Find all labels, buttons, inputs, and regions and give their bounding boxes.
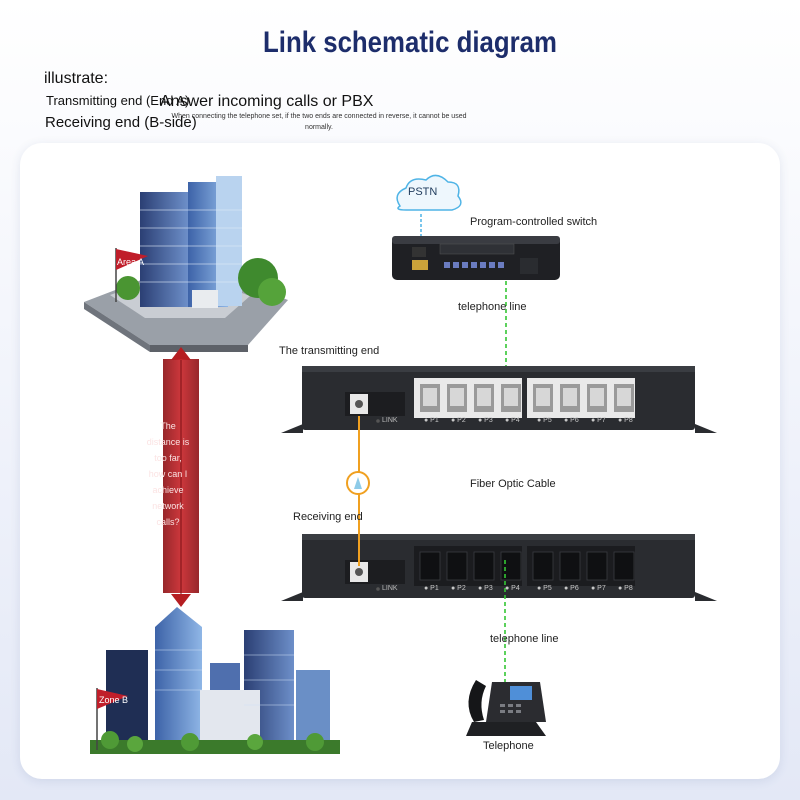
port-label: ● P2 (451, 585, 466, 592)
port-label: ● P7 (591, 417, 606, 424)
port-label: ● P8 (618, 585, 633, 592)
fiber-optic-cable-label: Fiber Optic Cable (470, 478, 556, 490)
telephone-icon (466, 680, 546, 736)
area-a-flag-icon (116, 249, 148, 270)
pstn-cloud-icon (396, 174, 462, 211)
receiving-end-device-icon (281, 534, 717, 601)
port-label: ● P5 (537, 585, 552, 592)
illustrate-label: illustrate: (44, 70, 109, 87)
transmitting-end-note: Transmitting end (End A) (46, 93, 190, 108)
zone-b-label: Zone B (99, 695, 129, 705)
distance-arrow (163, 347, 199, 607)
port-label: ● P6 (564, 417, 579, 424)
port-label: ● P6 (564, 585, 579, 592)
transmitting-end-label: The transmitting end (279, 345, 380, 357)
connection-warning-note: When connecting the telephone set, if th… (171, 113, 467, 131)
rx-link-label: LINK (382, 585, 398, 592)
telephone-line-bottom-label: telephone line (490, 633, 559, 645)
distance-question: The distance is too far, how can I achie… (146, 421, 190, 527)
answer-calls-note: Answer incoming calls or PBX (160, 93, 374, 110)
port-label: ● P4 (505, 585, 520, 592)
port-label: ● P5 (537, 417, 552, 424)
port-label: ● P7 (591, 585, 606, 592)
port-label: ● P1 (424, 417, 439, 424)
area-a-building-icon (84, 176, 288, 352)
port-label: ● P1 (424, 585, 439, 592)
port-label: ● P2 (451, 417, 466, 424)
switch-label: Program-controlled switch (470, 216, 598, 228)
telephone-line-top-label: telephone line (458, 301, 527, 313)
receiving-end-label: Receiving end (293, 511, 363, 523)
page-title: Link schematic diagram (263, 26, 557, 59)
fiber-connector-icon (346, 471, 370, 495)
receiving-end-note: Receiving end (B-side) (45, 114, 197, 131)
port-label: ● P8 (618, 417, 633, 424)
port-label: ● P4 (505, 417, 520, 424)
area-a-label: Area A (117, 257, 145, 267)
port-label: ● P3 (478, 585, 493, 592)
tx-link-label: LINK (382, 417, 398, 424)
program-controlled-switch-icon (392, 236, 560, 280)
port-label: ● P3 (478, 417, 493, 424)
transmitting-end-device-icon (281, 366, 717, 433)
zone-b-city-icon (90, 607, 340, 754)
pstn-label: PSTN (408, 186, 438, 198)
zone-b-flag-icon (97, 689, 128, 709)
telephone-label: Telephone (483, 740, 534, 752)
